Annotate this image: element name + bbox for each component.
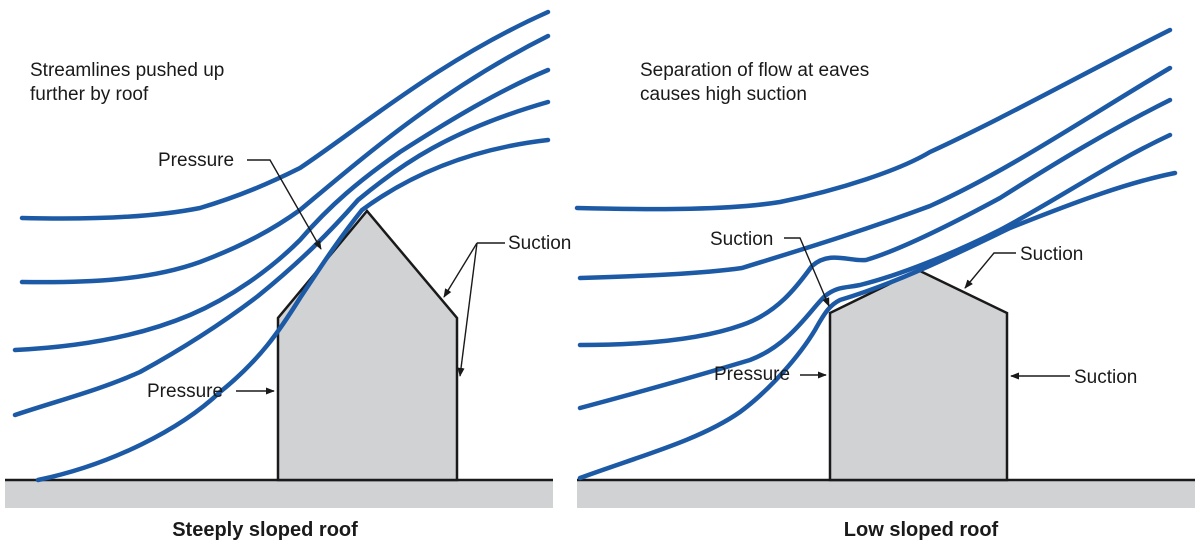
right-ground xyxy=(577,480,1195,508)
left-suction-wall-arrow xyxy=(457,242,478,377)
right-note-line-2: causes high suction xyxy=(640,84,807,105)
right-streamlines xyxy=(574,27,1178,481)
right-panel: Separation of flow at eaves causes high … xyxy=(574,27,1195,541)
left-caption: Steeply sloped roof xyxy=(172,519,358,541)
right-building xyxy=(828,268,1009,482)
right-suction-eave-label: Suction xyxy=(710,229,773,250)
left-note-line-2: further by roof xyxy=(30,84,149,105)
left-panel: Streamlines pushed up further by roof Pr… xyxy=(5,9,571,541)
left-streamline-2 xyxy=(19,33,551,285)
right-streamline-1 xyxy=(574,27,1173,212)
right-streamline-2 xyxy=(577,65,1173,281)
right-suction-eave-arrow xyxy=(784,237,830,307)
right-streamline-4 xyxy=(577,132,1173,411)
right-suction-roof-label: Suction xyxy=(1020,244,1083,265)
right-pressure-wall-label: Pressure xyxy=(714,364,790,385)
left-suction-label: Suction xyxy=(508,233,571,254)
left-streamline-4 xyxy=(12,99,551,418)
left-pressure-roof-arrow xyxy=(247,159,322,250)
right-note-line-1: Separation of flow at eaves xyxy=(640,60,869,81)
left-streamlines xyxy=(12,9,551,483)
right-caption: Low sloped roof xyxy=(844,519,999,541)
right-suction-wall-label: Suction xyxy=(1074,367,1137,388)
left-pressure-wall-label: Pressure xyxy=(147,381,223,402)
left-suction-roof-arrow xyxy=(443,242,478,298)
left-streamline-3 xyxy=(12,67,551,353)
left-building xyxy=(276,209,459,482)
left-note-line-1: Streamlines pushed up xyxy=(30,60,224,81)
left-ground xyxy=(5,480,553,508)
right-streamline-3 xyxy=(577,97,1173,348)
left-streamline-5 xyxy=(35,137,551,483)
left-pressure-roof-label: Pressure xyxy=(158,150,234,171)
right-streamline-5 xyxy=(577,170,1178,481)
right-suction-roof-arrow xyxy=(964,252,1016,289)
left-streamline-1 xyxy=(19,9,551,221)
